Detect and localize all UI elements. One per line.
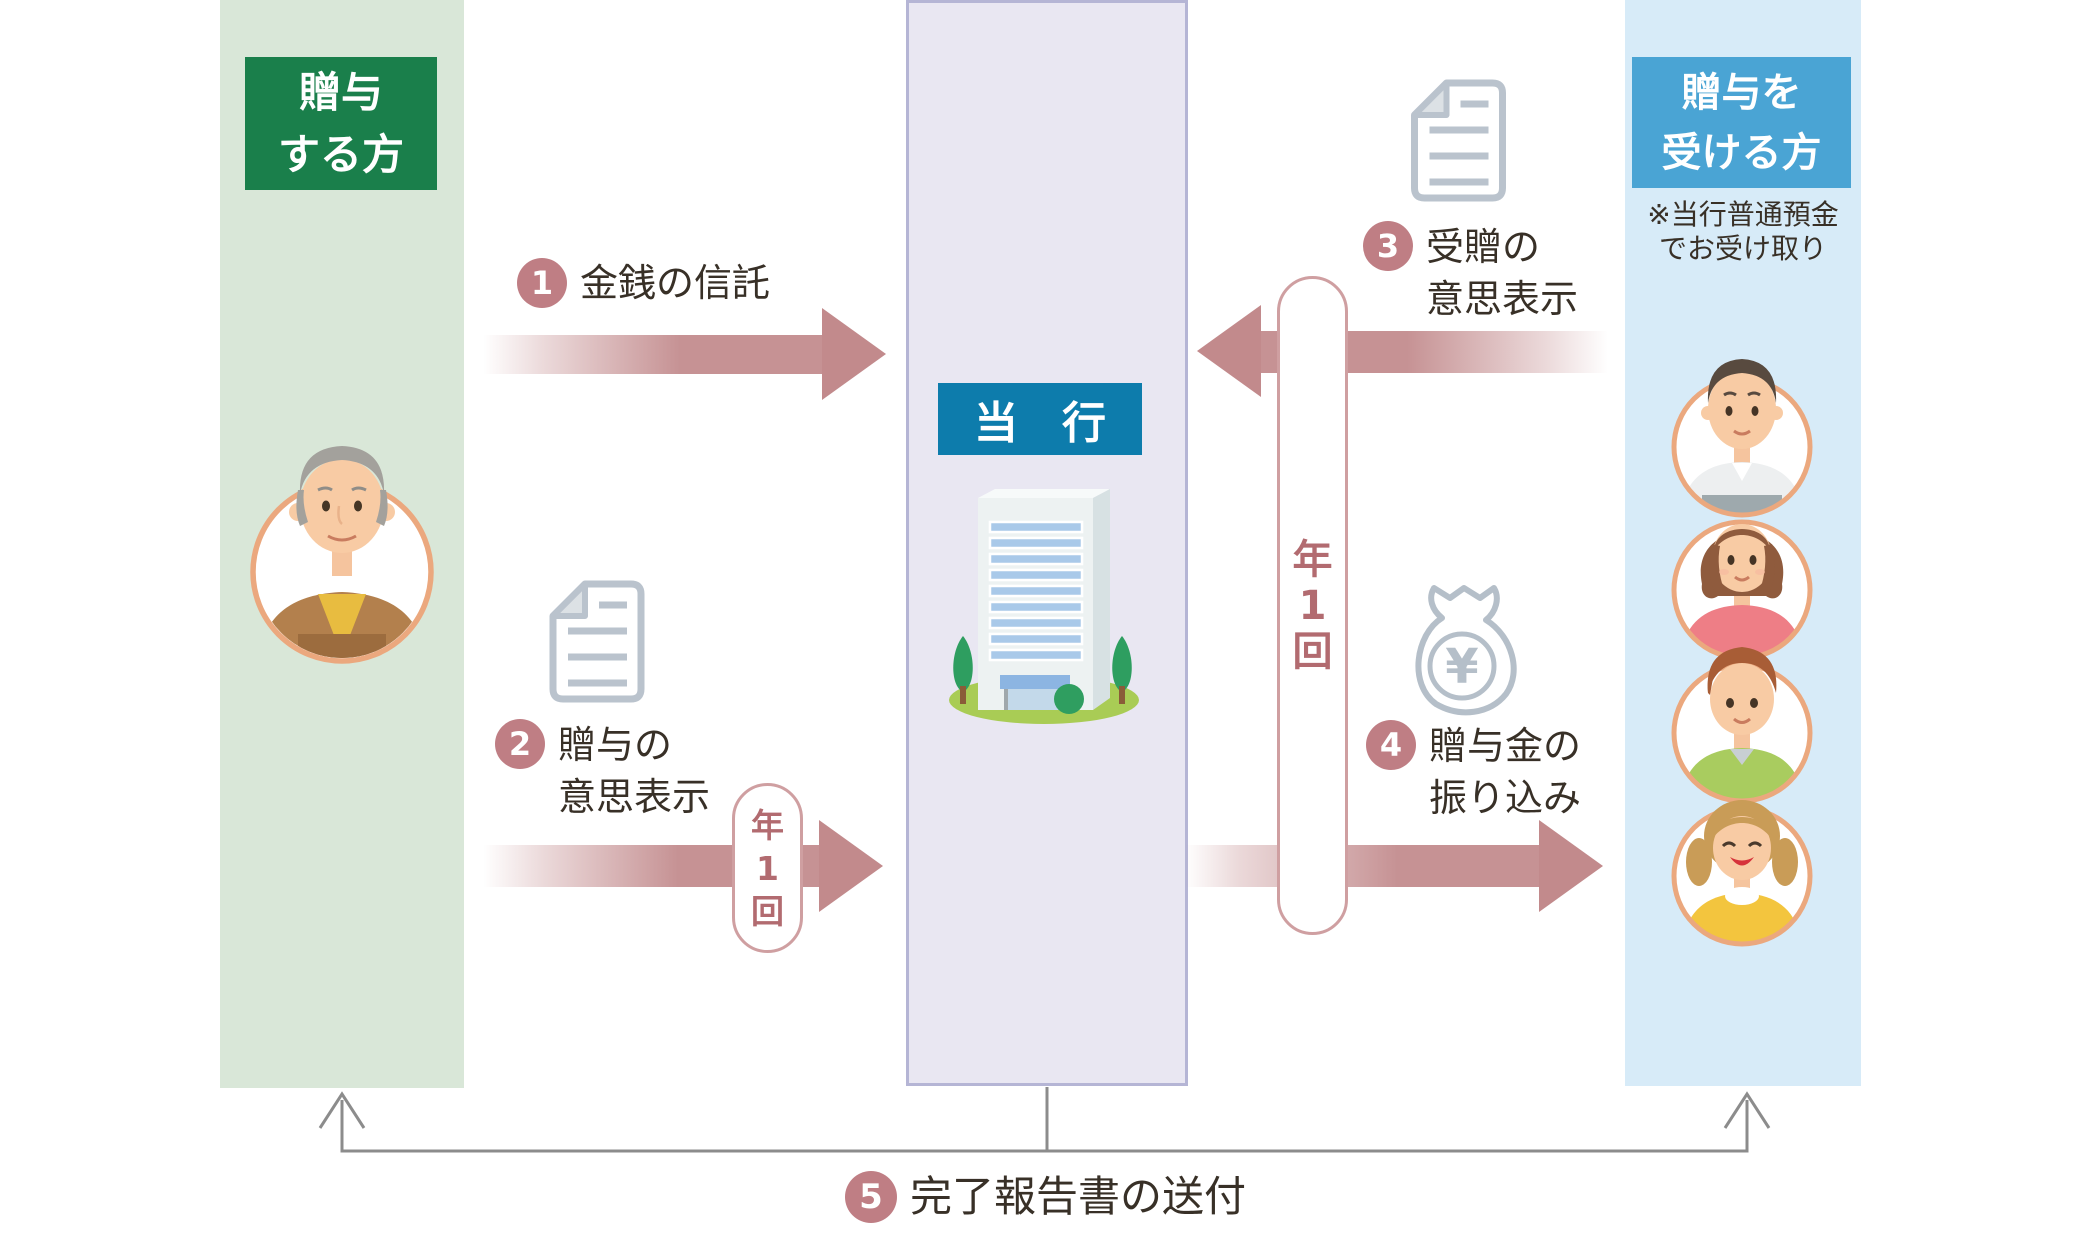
arrow-3-head [1197, 305, 1261, 397]
annual-badge-left: 年 1 回 [732, 783, 803, 953]
giver-header-line1: 贈与 [298, 67, 383, 117]
step-1-label: 1 金銭の信託 [517, 257, 770, 309]
annual-badge-right-char: 年 [1292, 536, 1333, 583]
step-5-number-badge: 5 [845, 1171, 897, 1223]
receiver-header-line1: 贈与を [1681, 69, 1802, 116]
avatar-adult-woman [1671, 519, 1813, 661]
money-bag-icon: ¥ [1415, 585, 1517, 716]
bank-header-label: 当 行 [974, 398, 1106, 449]
bank-header: 当 行 [938, 383, 1142, 455]
annual-badge-left-char: 1 [756, 848, 779, 888]
step-3-text-line1: 受贈の [1426, 225, 1541, 269]
annual-badge-left-char: 年 [751, 805, 784, 845]
step-4-number-badge: 4 [1366, 720, 1416, 770]
step-2-text-line2: 意思表示 [558, 775, 711, 819]
receiver-note-line2: でお受け取り [1658, 232, 1827, 265]
arrow-2-head [819, 820, 883, 912]
step-1-text: 金銭の信託 [580, 261, 771, 305]
annual-badge-left-char: 回 [751, 891, 784, 931]
step-3-text-line2: 意思表示 [1426, 277, 1579, 321]
step-3-label: 3 受贈の 意思表示 [1363, 221, 1578, 325]
step-4-text: 贈与金の 振り込み [1429, 720, 1581, 824]
bank-building-illustration [949, 489, 1139, 724]
avatar-adult-man [1671, 359, 1813, 518]
arrow-4-transfer [1185, 845, 1540, 887]
receiver-note-line1: ※当行普通預金 [1647, 198, 1839, 231]
step-4-text-line1: 贈与金の [1429, 724, 1582, 768]
giver-header-line2: する方 [277, 129, 404, 179]
up-arrow-icon [1723, 1091, 1771, 1129]
step-4-text-line2: 振り込み [1429, 776, 1582, 820]
avatar-girl [1671, 800, 1813, 947]
step-3-text: 受贈の 意思表示 [1426, 221, 1578, 325]
annual-badge-right: 年 1 回 [1277, 276, 1348, 935]
arrow-4-head [1539, 820, 1603, 912]
step-2-text-line1: 贈与の [558, 723, 673, 767]
document-icon [1411, 79, 1506, 202]
receiver-note: ※当行普通預金 でお受け取り [1622, 198, 1864, 266]
yen-symbol: ¥ [1445, 639, 1478, 695]
giver-header: 贈与 する方 [245, 57, 437, 190]
receiver-header: 贈与を 受ける方 [1632, 57, 1851, 188]
annual-badge-right-char: 1 [1298, 582, 1327, 629]
receiver-header-line2: 受ける方 [1661, 129, 1822, 176]
step-5-label: 5 完了報告書の送付 [845, 1171, 1246, 1223]
step-1-number-badge: 1 [517, 258, 567, 308]
annual-badge-right-char: 回 [1292, 628, 1333, 675]
arrow-1-head [822, 308, 886, 400]
up-arrow-icon [318, 1091, 366, 1129]
step-5-text: 完了報告書の送付 [910, 1172, 1247, 1221]
arrow-1-money-trust [483, 335, 823, 374]
step-2-text: 贈与の 意思表示 [558, 719, 710, 823]
step-4-label: 4 贈与金の 振り込み [1366, 720, 1581, 824]
avatar-grandfather [250, 446, 434, 664]
step-3-number-badge: 3 [1363, 221, 1413, 271]
document-icon [549, 580, 645, 703]
step-2-number-badge: 2 [495, 719, 545, 769]
step-2-label: 2 贈与の 意思表示 [495, 719, 710, 823]
avatar-boy [1671, 647, 1813, 804]
